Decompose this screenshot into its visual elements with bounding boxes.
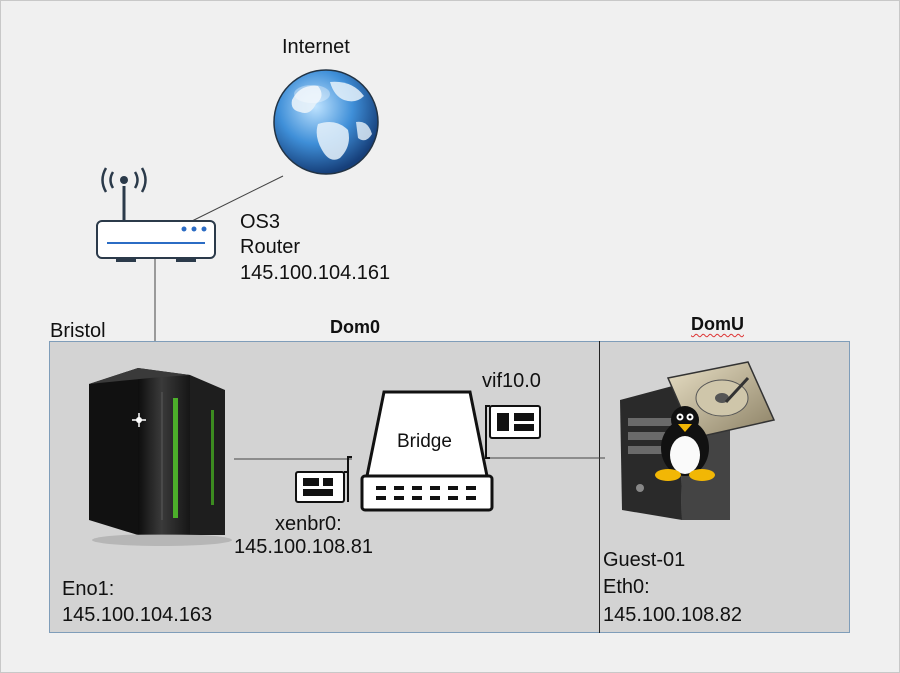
eno1-ip: 145.100.104.163 bbox=[62, 604, 213, 626]
internet-router-link bbox=[189, 175, 284, 223]
router-label-type: Router bbox=[240, 236, 301, 258]
guest-iface: Eth0: bbox=[603, 576, 650, 598]
server-icon bbox=[89, 368, 232, 546]
internet-label: Internet bbox=[282, 36, 350, 58]
guest-vm-icon bbox=[620, 361, 776, 520]
vif-label: vif10.0 bbox=[482, 370, 541, 392]
router-label-name: OS3 bbox=[240, 211, 281, 233]
domu-label: DomU bbox=[691, 314, 744, 334]
guest-name: Guest-01 bbox=[603, 549, 686, 571]
linux-penguin-icon bbox=[655, 406, 715, 481]
bridge-icon bbox=[360, 390, 494, 512]
router-ip: 145.100.104.161 bbox=[240, 262, 391, 284]
vif-nic-icon bbox=[485, 405, 541, 459]
router-icon bbox=[96, 167, 216, 262]
globe-icon bbox=[273, 69, 379, 175]
bridge-label: Bridge bbox=[397, 431, 452, 452]
xenbr0-nic-icon bbox=[295, 456, 352, 503]
xenbr0-ip: 145.100.108.81 bbox=[234, 536, 374, 558]
xenbr0-label: xenbr0: bbox=[275, 513, 342, 535]
guest-ip: 145.100.108.82 bbox=[603, 604, 743, 626]
eno1-label: Eno1: bbox=[62, 578, 115, 600]
dom0-label: Dom0 bbox=[330, 317, 381, 337]
host-label: Bristol bbox=[50, 320, 106, 342]
dom0-domu-divider bbox=[599, 341, 600, 633]
